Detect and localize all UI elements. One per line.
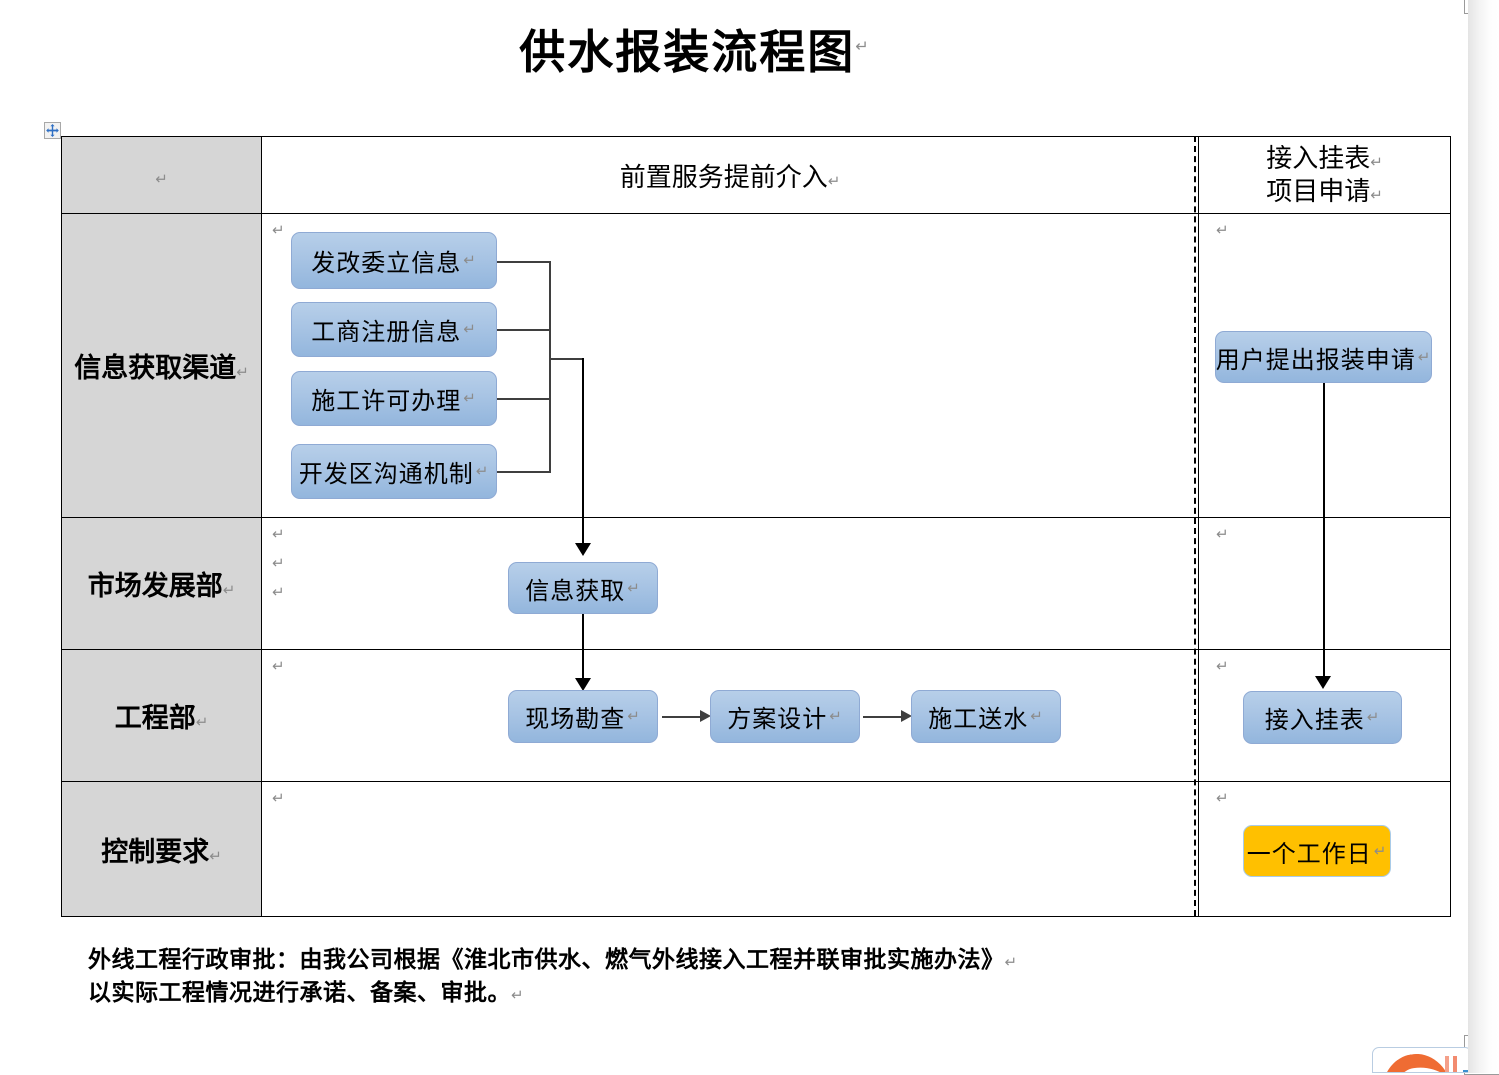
row-content-control-left: ↵	[261, 781, 1199, 917]
pilcrow-mark: ↵	[463, 390, 477, 407]
footer-note: 外线工程行政审批：由我公司根据《淮北市供水、燃气外线接入工程并联审批实施办法》↵…	[88, 943, 1018, 1010]
pilcrow-mark: ↵	[475, 463, 490, 480]
table-move-handle-icon[interactable]	[44, 122, 61, 139]
row-content-market-dev-right: ↵	[1198, 517, 1451, 650]
connector-application-to-meter	[1323, 382, 1326, 679]
connector-survey-to-design	[662, 716, 701, 718]
pilcrow-mark: ↵	[222, 582, 236, 599]
pilcrow-mark: ↵	[827, 172, 841, 190]
node-connect-meter[interactable]: 接入挂表↵	[1243, 691, 1402, 744]
node-construction-supply[interactable]: 施工送水↵	[911, 690, 1061, 743]
header-center-label: 前置服务提前介入	[619, 162, 828, 192]
pilcrow-mark: ↵	[272, 790, 285, 807]
node-site-survey[interactable]: 现场勘查↵	[508, 690, 658, 743]
bottom-right-logo-graphic	[1372, 1047, 1472, 1073]
pilcrow-mark: ↵	[511, 987, 525, 1005]
header-center-cell: 前置服务提前介入↵	[261, 136, 1199, 214]
connector-info-to-survey	[582, 613, 585, 680]
connector-bracket-spine	[549, 261, 551, 473]
swimlane-table: ↵ 前置服务提前介入↵ 接入挂表↵ 项目申请↵ 信息获取渠道↵ ↵ ↵	[61, 136, 1451, 917]
page-edge-shadow	[1468, 0, 1499, 1073]
arrowhead-to-scheme-design	[700, 710, 711, 722]
row-label-engineering: 工程部↵	[61, 649, 262, 782]
pilcrow-mark: ↵	[1216, 658, 1229, 675]
pilcrow-mark: ↵	[829, 708, 843, 725]
connector-bracket-to-trunk	[549, 358, 584, 360]
pilcrow-mark: ↵	[1373, 842, 1388, 860]
bar-icon-2	[1453, 1056, 1457, 1072]
pilcrow-mark: ↵	[855, 38, 871, 56]
connector-source3-h	[497, 398, 551, 400]
page-title: 供水报装流程图↵	[0, 27, 1390, 79]
pilcrow-mark: ↵	[1216, 222, 1229, 239]
pilcrow-mark: ↵	[1370, 187, 1383, 204]
arrowhead-to-construction-supply	[901, 710, 912, 722]
bar-icon-1	[1445, 1056, 1449, 1072]
swoosh-icon	[1377, 1049, 1454, 1072]
node-source-development-zone[interactable]: 开发区沟通机制↵	[291, 444, 497, 499]
header-right-line1: 接入挂表↵	[1266, 143, 1383, 173]
header-left-cell: ↵	[61, 136, 262, 214]
node-scheme-design[interactable]: 方案设计↵	[710, 690, 860, 743]
pilcrow-mark: ↵	[463, 252, 477, 269]
pilcrow-mark: ↵	[236, 364, 249, 381]
row-label-control: 控制要求↵	[61, 781, 262, 917]
blue-dash-icon	[1463, 1070, 1471, 1072]
connector-trunk-to-info	[582, 358, 585, 545]
pilcrow-mark: ↵	[272, 658, 285, 675]
pilcrow-mark: ↵	[627, 579, 641, 597]
connector-design-to-supply	[863, 716, 902, 718]
row-content-market-dev-left: ↵ ↵ ↵	[261, 517, 1199, 650]
column-divider-dashed	[1194, 136, 1196, 916]
row-content-control-right: ↵	[1198, 781, 1451, 917]
pilcrow-mark: ↵	[272, 584, 285, 601]
arrowhead-to-site-survey	[575, 678, 591, 691]
node-source-business-registration[interactable]: 工商注册信息↵	[291, 302, 497, 357]
table-row-header: ↵ 前置服务提前介入↵ 接入挂表↵ 项目申请↵	[61, 136, 1451, 214]
node-source-development-commission[interactable]: 发改委立信息↵	[291, 232, 497, 289]
node-control-duration[interactable]: 一个工作日↵	[1243, 825, 1391, 877]
connector-source1-h	[497, 261, 551, 263]
header-right-line2: 项目申请↵	[1266, 177, 1383, 206]
pilcrow-mark: ↵	[272, 222, 285, 239]
row-label-market-dev: 市场发展部↵	[61, 517, 262, 650]
table-row-control: 控制要求↵ ↵ ↵	[61, 781, 1451, 917]
pilcrow-mark: ↵	[463, 321, 477, 338]
pilcrow-mark: ↵	[272, 555, 285, 572]
page-title-text: 供水报装流程图	[519, 27, 856, 78]
pilcrow-mark: ↵	[1370, 153, 1383, 171]
connector-source4-h	[497, 471, 551, 473]
row-label-info-channels: 信息获取渠道↵	[61, 213, 262, 518]
arrowhead-to-connect-meter	[1315, 676, 1331, 689]
pilcrow-mark: ↵	[272, 526, 285, 543]
pilcrow-mark: ↵	[209, 847, 222, 865]
node-source-construction-permit[interactable]: 施工许可办理↵	[291, 371, 497, 426]
pilcrow-mark: ↵	[1004, 954, 1018, 971]
node-user-application[interactable]: 用户提出报装申请↵	[1215, 331, 1432, 383]
pilcrow-mark: ↵	[1030, 708, 1044, 725]
footer-note-line1: 外线工程行政审批：由我公司根据《淮北市供水、燃气外线接入工程并联审批实施办法》↵	[88, 947, 1018, 972]
connector-source2-h	[497, 329, 551, 331]
pilcrow-mark: ↵	[195, 714, 209, 731]
pilcrow-mark: ↵	[1417, 348, 1432, 366]
pilcrow-mark: ↵	[1366, 709, 1381, 726]
table-row-market-dev: 市场发展部↵ ↵ ↵ ↵ ↵	[61, 517, 1451, 650]
pilcrow-mark: ↵	[627, 708, 641, 725]
arrowhead-to-info-collect	[575, 543, 591, 556]
footer-note-line2: 以实际工程情况进行承诺、备案、审批。↵	[88, 980, 525, 1006]
pilcrow-mark: ↵	[1216, 790, 1229, 807]
node-info-collect[interactable]: 信息获取↵	[508, 562, 658, 614]
header-right-cell: 接入挂表↵ 项目申请↵	[1198, 136, 1451, 214]
pilcrow-mark: ↵	[1216, 526, 1229, 543]
pilcrow-mark: ↵	[155, 170, 168, 188]
